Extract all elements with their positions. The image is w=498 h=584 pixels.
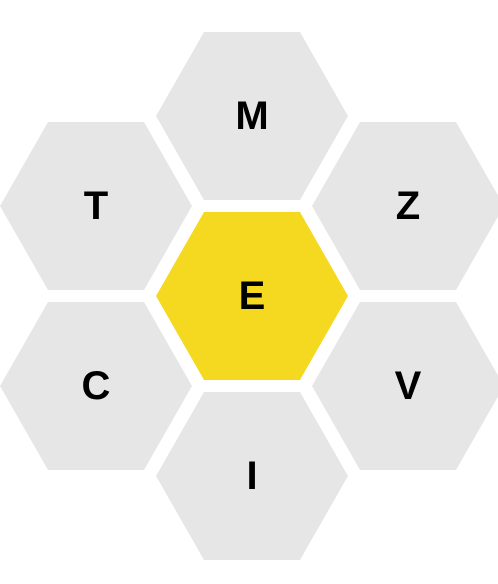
outer-cell-upper-right[interactable]: Z	[312, 122, 498, 290]
cell-letter: M	[235, 94, 269, 138]
outer-cell-top[interactable]: M	[156, 32, 348, 200]
outer-cell-bottom[interactable]: I	[156, 392, 348, 560]
cell-letter: C	[81, 364, 111, 408]
cell-letter: I	[246, 454, 258, 498]
center-letter: E	[238, 274, 266, 318]
cell-letter: T	[83, 184, 109, 228]
outer-cell-lower-right[interactable]: V	[312, 302, 498, 470]
cell-letter: V	[394, 364, 422, 408]
outer-cell-lower-left[interactable]: C	[0, 302, 192, 470]
outer-cell-upper-left[interactable]: T	[0, 122, 192, 290]
cell-letter: Z	[395, 184, 421, 228]
center-cell[interactable]: E	[156, 212, 348, 380]
